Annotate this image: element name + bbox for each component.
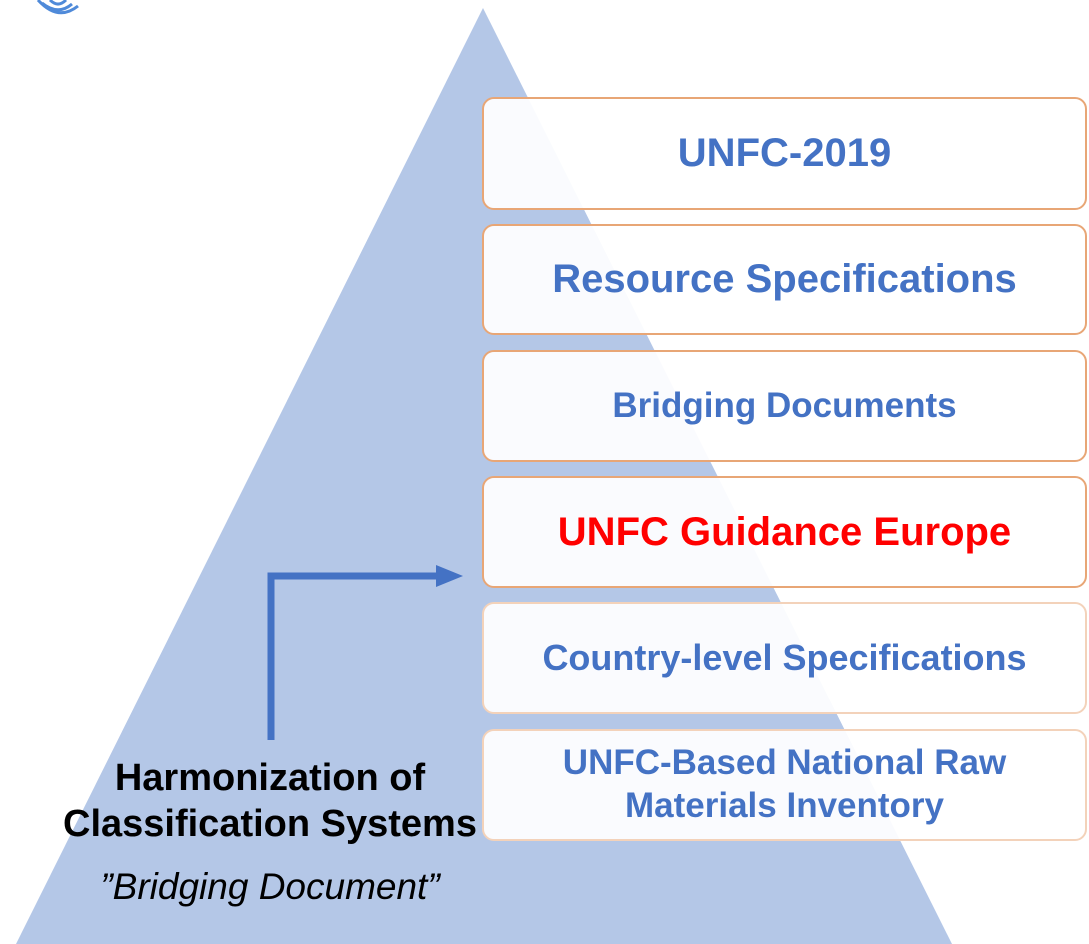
un-emblem-icon — [36, 0, 79, 15]
level-label: Resource Specifications — [552, 257, 1017, 302]
level-unfc-2019: UNFC-2019 — [482, 97, 1087, 210]
annotation-subtitle: ”Bridging Document” — [100, 866, 440, 907]
level-label: UNFC-Based National Raw Materials Invent… — [562, 743, 1007, 825]
level-label: Bridging Documents — [612, 385, 957, 425]
level-country-level-specifications: Country-level Specifications — [482, 602, 1087, 714]
level-label: UNFC-2019 — [677, 131, 892, 176]
level-label: Country-level Specifications — [542, 637, 1027, 679]
level-bridging-documents: Bridging Documents — [482, 350, 1087, 462]
elbow-arrow — [267, 565, 463, 740]
level-resource-specifications: Resource Specifications — [482, 224, 1087, 335]
annotation-title: Harmonization of Classification Systems — [63, 757, 477, 845]
level-national-raw-materials-inventory: UNFC-Based National Raw Materials Invent… — [482, 729, 1087, 841]
level-label: UNFC Guidance Europe — [557, 509, 1012, 554]
level-unfc-guidance-europe: UNFC Guidance Europe — [482, 476, 1087, 588]
